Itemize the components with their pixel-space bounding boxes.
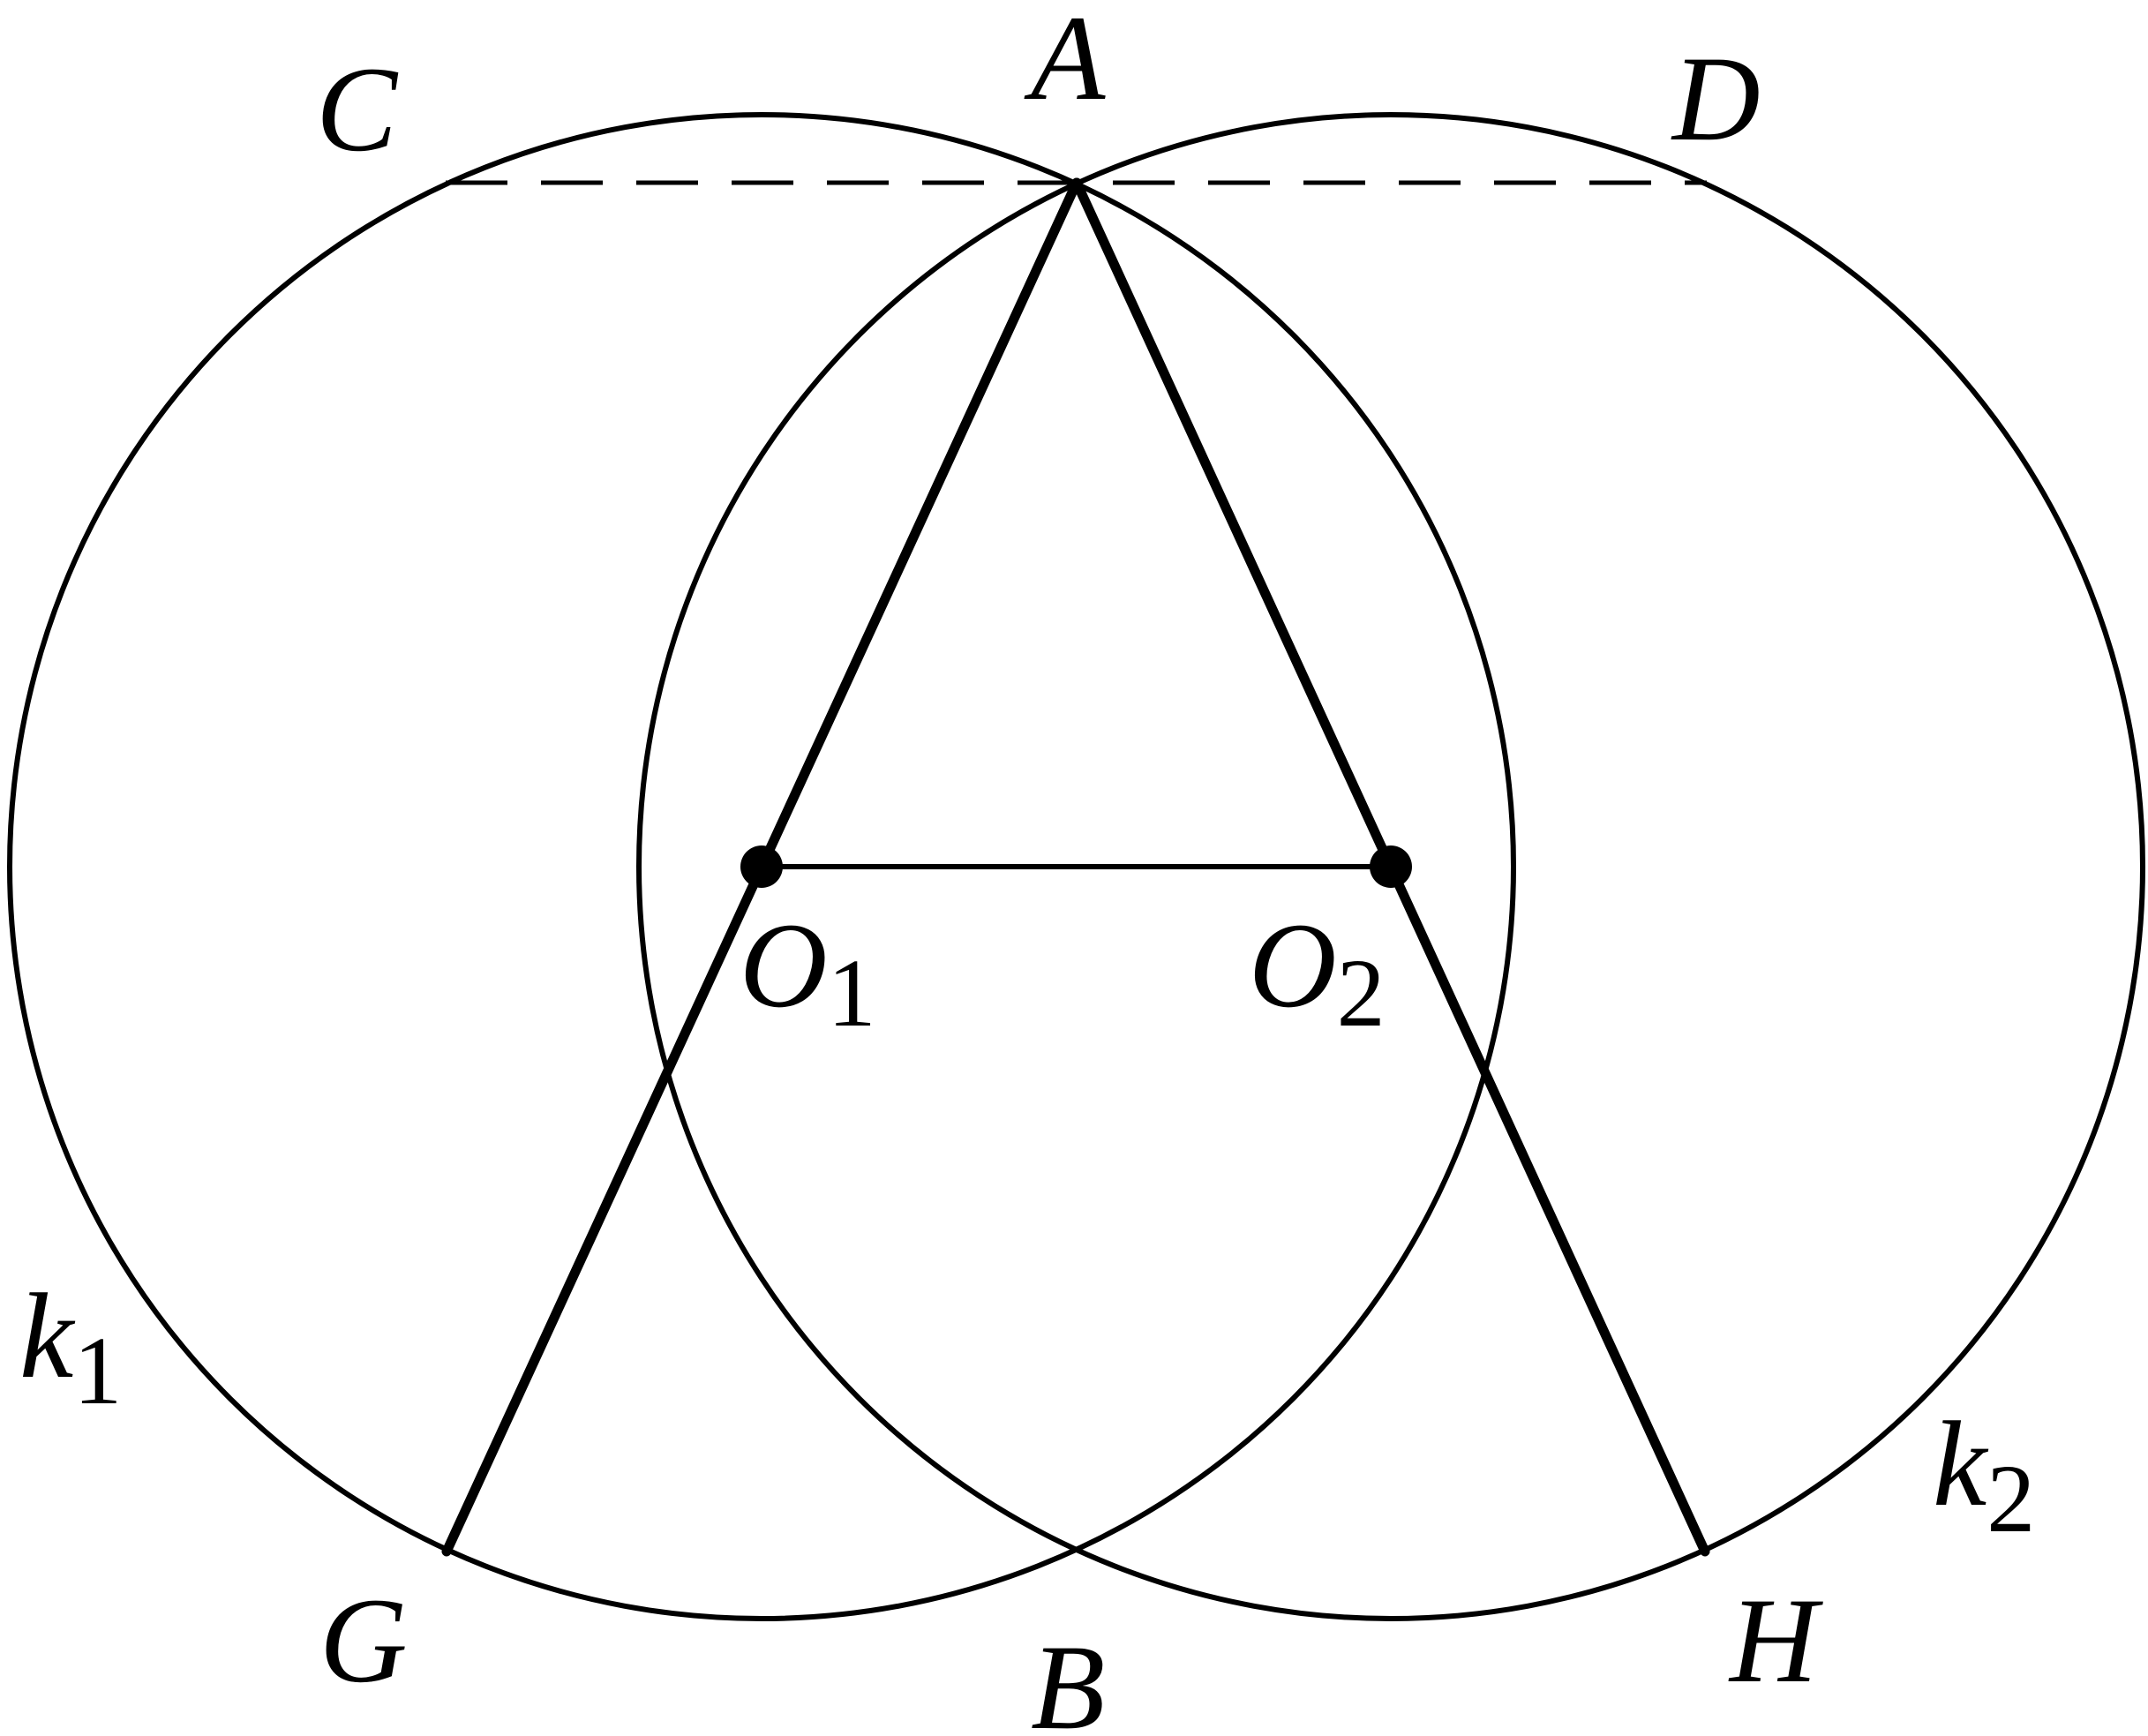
label-k2-letter: k bbox=[1933, 1396, 1989, 1531]
circle-k1 bbox=[7, 112, 1516, 1621]
label-o2-letter: O bbox=[1249, 898, 1337, 1033]
label-k1: k1 bbox=[19, 1268, 122, 1424]
label-d: D bbox=[1671, 31, 1761, 166]
label-o1: O1 bbox=[740, 898, 876, 1047]
label-k2: k2 bbox=[1933, 1396, 2035, 1552]
label-g: G bbox=[319, 1573, 408, 1708]
point-o2 bbox=[1370, 845, 1412, 888]
label-o2-sub: 2 bbox=[1337, 939, 1386, 1047]
label-k2-sub: 2 bbox=[1987, 1445, 2035, 1552]
circle-k2 bbox=[636, 112, 2145, 1621]
label-k1-letter: k bbox=[19, 1268, 76, 1403]
label-o1-letter: O bbox=[740, 898, 828, 1033]
label-o1-sub: 1 bbox=[828, 939, 876, 1047]
label-h: H bbox=[1728, 1573, 1823, 1708]
point-o1 bbox=[740, 845, 783, 888]
label-a: A bbox=[1024, 0, 1106, 125]
label-c: C bbox=[316, 41, 399, 177]
label-b: B bbox=[1031, 1620, 1105, 1736]
label-o2: O2 bbox=[1249, 898, 1386, 1047]
label-k1-sub: 1 bbox=[73, 1317, 122, 1424]
